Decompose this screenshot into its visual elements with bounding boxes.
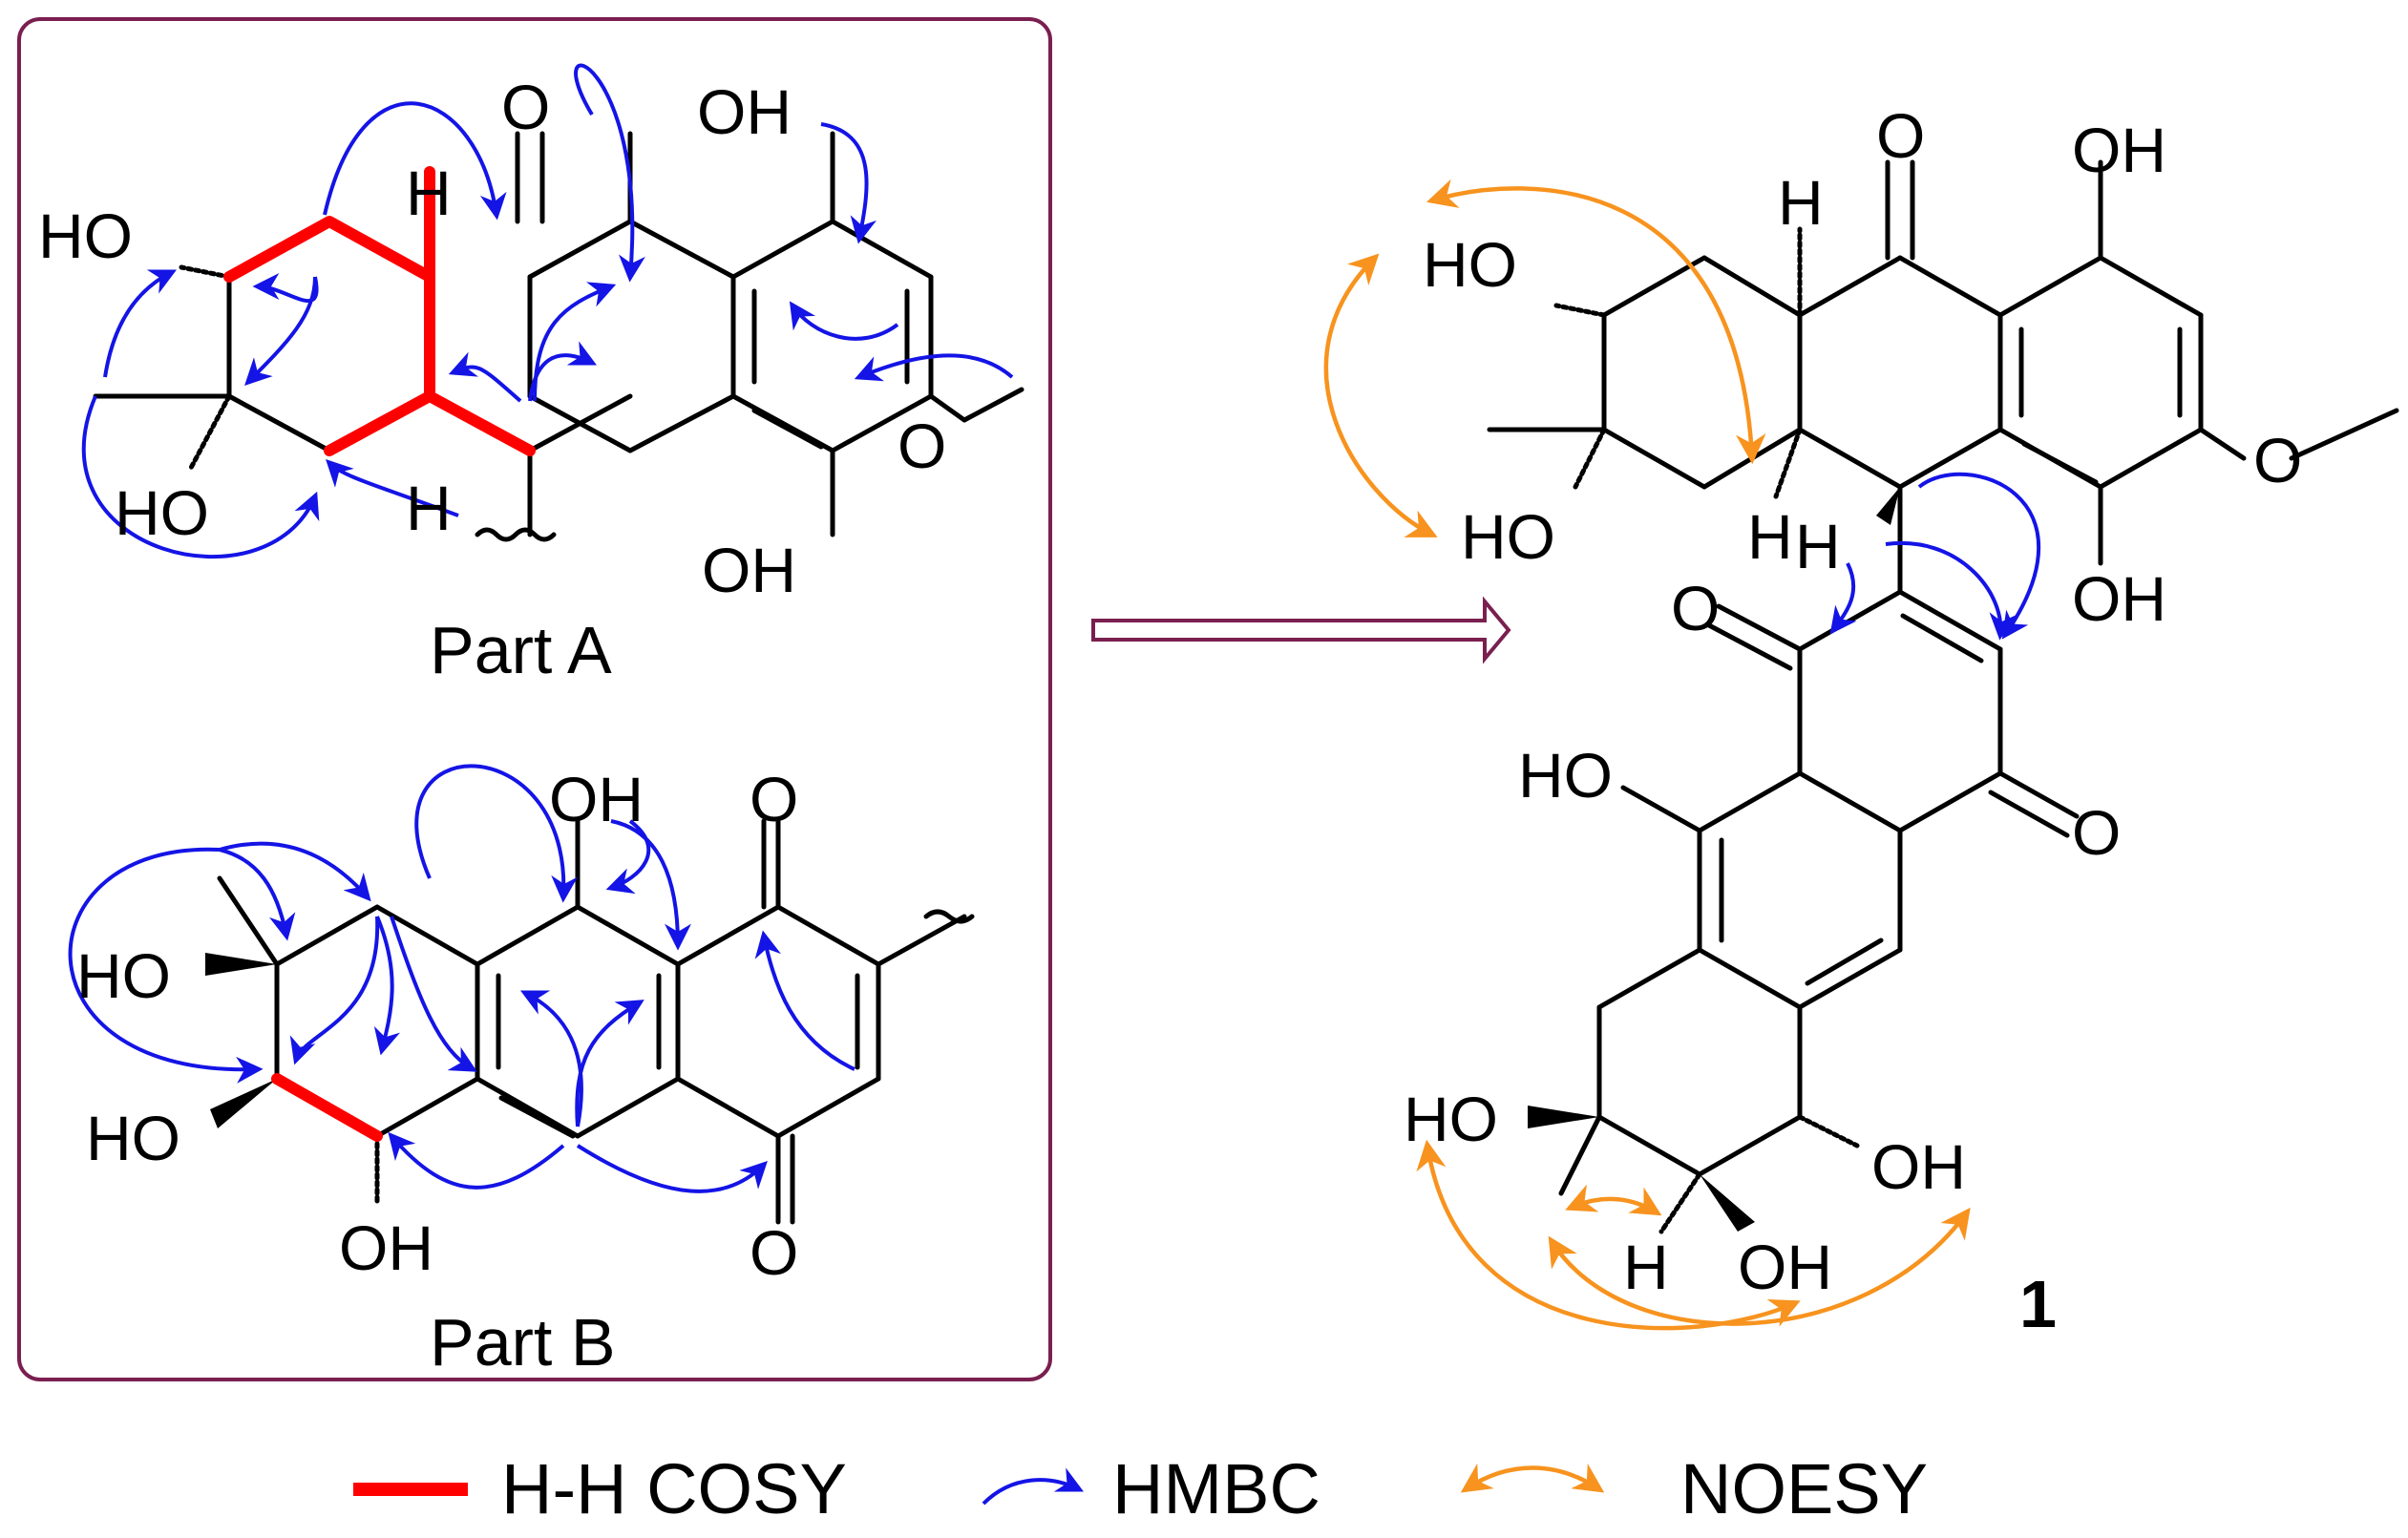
legend-noesy-swatch xyxy=(1460,1463,1605,1493)
compound-o-methoxy: O xyxy=(2253,425,2302,495)
part-a-h-top: H xyxy=(406,158,452,228)
legend-hmbc-label: HMBC xyxy=(1112,1449,1320,1528)
part-a-o-ketone: O xyxy=(501,72,550,142)
part-b-hmbc-arrows xyxy=(68,764,855,1193)
transition-arrow xyxy=(1091,596,1511,664)
part-b-bonds xyxy=(205,818,975,1225)
part-b-ho-2: HO xyxy=(86,1103,180,1173)
part-b-cosy-path xyxy=(271,1073,383,1142)
compound-ho-c: HO xyxy=(1518,740,1613,811)
part-a-cosy-path xyxy=(223,166,536,456)
legend-cosy-label: H-H COSY xyxy=(501,1449,847,1528)
compound-oh-b: OH xyxy=(2072,563,2166,634)
parts-frame xyxy=(17,17,1052,1381)
compound-oh-c: OH xyxy=(1871,1131,1966,1202)
compound-hmbc-arrows xyxy=(1829,472,2041,641)
legend: H-H COSY HMBC NOESY xyxy=(353,1449,1928,1528)
compound-oh-a: OH xyxy=(2072,115,2166,185)
part-b-o-bottom: O xyxy=(750,1217,798,1288)
part-b-caption: Part B xyxy=(430,1305,616,1380)
part-b-ho-1: HO xyxy=(76,940,171,1011)
compound-o-ketone: O xyxy=(1876,100,1925,171)
compound-number: 1 xyxy=(2019,1267,2057,1341)
part-a-structure: HO HO OH OH O O H H Part A xyxy=(38,63,1024,687)
compound-h-top: H xyxy=(1778,167,1824,238)
part-a-o-methoxy: O xyxy=(898,411,946,481)
compound-h-c: H xyxy=(1795,511,1841,581)
compound-o-quinone-right: O xyxy=(2072,797,2121,868)
part-b-structure: HO HO OH OH O O Part B xyxy=(68,764,975,1380)
legend-noesy-label: NOESY xyxy=(1680,1449,1928,1528)
part-b-oh-top: OH xyxy=(549,764,644,834)
part-a-hmbc-arrows xyxy=(81,63,1014,559)
compound-h-mid: H xyxy=(1747,501,1793,572)
part-b-oh-bottom: OH xyxy=(339,1212,433,1283)
compound-o-quinone-left: O xyxy=(1671,573,1720,643)
part-a-bonds xyxy=(93,131,1024,542)
part-a-h-bottom: H xyxy=(406,473,452,543)
part-b-o-top: O xyxy=(750,764,798,834)
part-a-ho-top: HO xyxy=(38,200,133,271)
compound-ho-b: HO xyxy=(1461,501,1555,572)
part-a-oh-top: OH xyxy=(697,76,792,147)
compound-structure: HO HO OH OH O O H H H O O HO HO OH OH H … xyxy=(1323,100,2399,1341)
part-a-ho-bottom: HO xyxy=(115,477,209,548)
compound-ho-a: HO xyxy=(1423,229,1517,300)
compound-h-d: H xyxy=(1623,1232,1669,1302)
compound-ho-d: HO xyxy=(1404,1084,1498,1154)
compound-bonds xyxy=(1487,159,2399,1234)
legend-hmbc-swatch xyxy=(982,1467,1085,1506)
compound-noesy-arrows xyxy=(1323,179,1971,1331)
part-a-oh-bottom: OH xyxy=(702,535,796,605)
part-a-caption: Part A xyxy=(430,613,612,687)
compound-oh-d: OH xyxy=(1738,1232,1832,1302)
